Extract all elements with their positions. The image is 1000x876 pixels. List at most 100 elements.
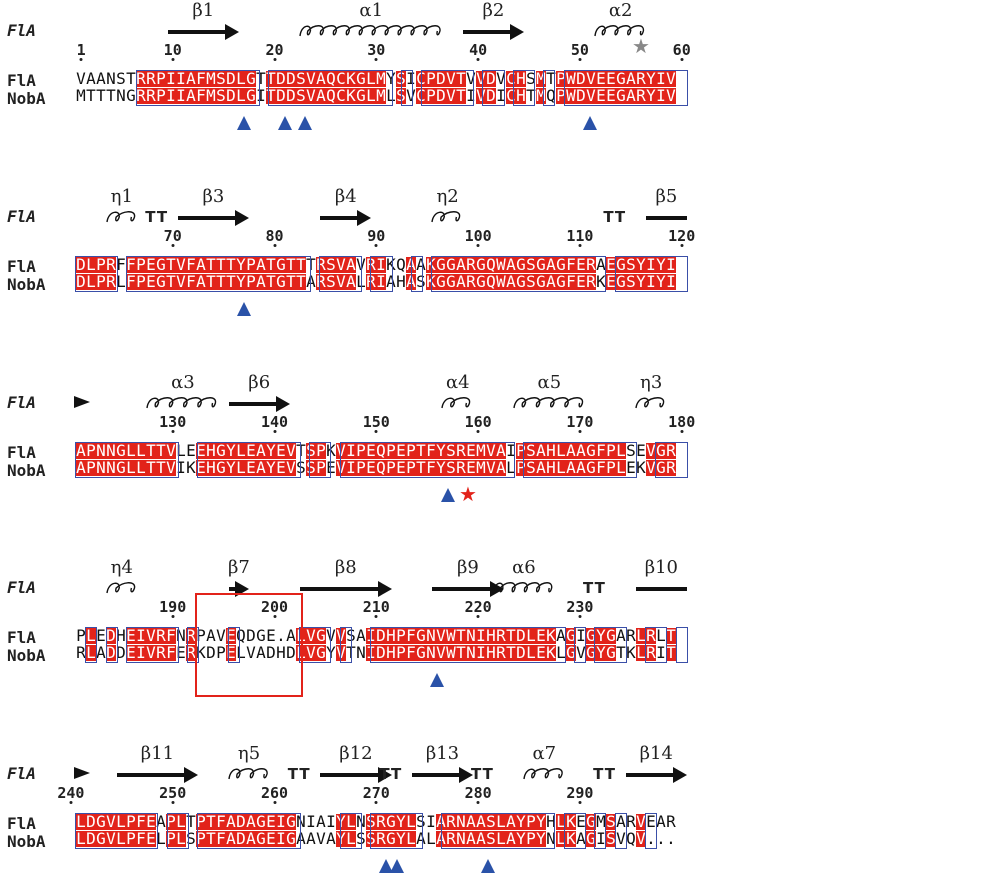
residue: N [106,69,116,88]
residue: T [146,441,156,460]
conserved-block [75,813,159,849]
residue: A [316,86,326,105]
residue: P [156,69,166,88]
residue: A [76,441,86,460]
residue: S [356,829,366,848]
residue: E [536,643,546,662]
position-number: 250 [159,784,187,802]
position-tick [476,58,480,61]
residue: L [236,86,246,105]
ss-label: α6 [512,557,536,578]
residue: S [326,255,336,274]
turn-label: TT [379,765,403,783]
beta-strand-arrow [228,396,290,412]
residue: P [76,626,86,645]
residue: Y [516,812,526,831]
residue: Y [656,272,666,291]
residue: G [536,255,546,274]
residue: A [196,255,206,274]
residue: V [176,255,186,274]
residue: D [276,69,286,88]
residue: F [406,643,416,662]
residue: L [426,829,436,848]
residue: A [546,255,556,274]
position-number: 190 [159,598,187,616]
residue: M [206,86,216,105]
residue: P [526,812,536,831]
residue: A [556,626,566,645]
residue: A [576,829,586,848]
residue: G [566,626,576,645]
residue: C [506,69,516,88]
residue: E [576,812,586,831]
residue: I [646,272,656,291]
residue: Y [596,626,606,645]
residue: I [466,86,476,105]
residue: V [336,441,346,460]
ss-label: α7 [532,743,557,764]
residue: R [646,643,656,662]
turn-label: TT [287,765,311,783]
ss-label: α5 [537,372,562,393]
residue: N [426,626,436,645]
residue: L [86,255,96,274]
structure-label: FlA [7,764,36,783]
residue: I [406,69,416,88]
residue: S [216,69,226,88]
residue: F [566,255,576,274]
beta-strand-arrow [299,581,392,597]
position-number: 50 [570,41,589,59]
residue: I [576,626,586,645]
ss-label: β5 [655,186,678,207]
residue: R [666,441,676,460]
sequence-fla: PLEDHEIVRFNRPAVEQDGE.ALVGVVSAIDHPFGNVWTN… [76,628,676,644]
residue: V [336,626,346,645]
residue: R [466,272,476,291]
position-number: 90 [367,227,386,245]
site-marker-triangle [277,116,292,130]
residue: G [586,458,596,477]
residue: G [126,86,136,105]
residue: I [176,69,186,88]
residue: T [666,626,676,645]
residue: F [116,255,126,274]
residue: T [206,272,216,291]
residue: L [406,812,416,831]
sequence-noba: RLADDEIVRFERKDPELVADHDLVGYVTNIDHPFGNVWTN… [76,645,676,661]
residue: I [376,272,386,291]
residue: R [316,272,326,291]
residue: A [356,626,366,645]
site-marker-triangle [583,116,598,130]
residue: T [416,441,426,460]
residue: . [276,626,286,645]
seq-name-fla: FlA [7,628,36,647]
residue: T [416,458,426,477]
residue: S [486,812,496,831]
residue: G [316,626,326,645]
residue: L [556,812,566,831]
residue: E [126,643,136,662]
residue: R [586,272,596,291]
residue: H [546,458,556,477]
residue: D [376,643,386,662]
residue: A [246,812,256,831]
residue: A [346,255,356,274]
residue: L [556,458,566,477]
residue: G [276,272,286,291]
residue: S [526,272,536,291]
conserved-block [339,627,352,663]
residue: G [446,255,456,274]
residue: V [106,829,116,848]
residue: S [606,829,616,848]
conserved-block [339,442,515,478]
residue: I [346,458,356,477]
conserved-block [268,70,393,106]
position-number: 240 [57,784,85,802]
residue: V [446,86,456,105]
residue: G [586,441,596,460]
residue: F [186,255,196,274]
position-number: 70 [163,227,182,245]
residue: F [126,272,136,291]
ss-label: α4 [445,372,470,393]
helix-coil [431,209,463,223]
